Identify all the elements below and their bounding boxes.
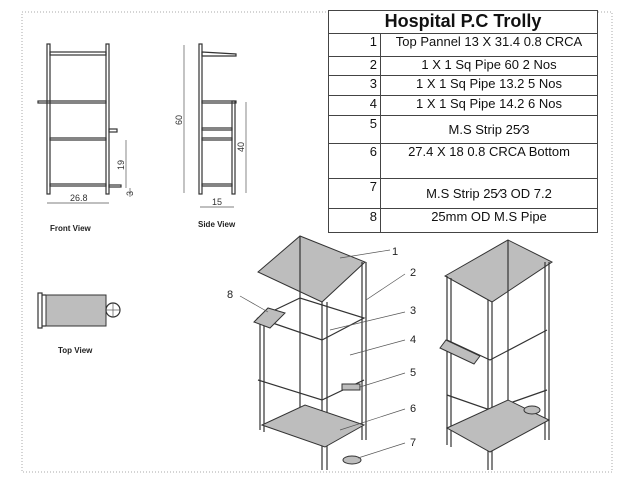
- item-description: 25mm OD M.S Pipe: [380, 208, 598, 233]
- item-number: 3: [328, 75, 381, 96]
- side-view-label: Side View: [198, 220, 236, 229]
- side-view-drawing: 60 40 15: [174, 43, 247, 208]
- item-description: 1 X 1 Sq Pipe 14.2 6 Nos: [380, 95, 598, 116]
- isometric-assembly-right: [439, 239, 553, 470]
- callout-5: 5: [410, 367, 416, 379]
- item-description: M.S Strip 25⁄3 OD 7.2: [380, 178, 598, 209]
- item-number: 6: [328, 143, 381, 179]
- callout-6: 6: [410, 403, 416, 415]
- callout-7: 7: [410, 437, 416, 449]
- item-number: 4: [328, 95, 381, 116]
- dim-side-depth: 15: [212, 197, 222, 207]
- item-description: 1 X 1 Sq Pipe 60 2 Nos: [380, 56, 598, 76]
- dim-front-width: 26.8: [70, 193, 88, 203]
- table-title: Hospital P.C Trolly: [328, 10, 598, 34]
- callout-8: 8: [227, 289, 233, 301]
- item-description: 1 X 1 Sq Pipe 13.2 5 Nos: [380, 75, 598, 96]
- item-number: 2: [328, 56, 381, 76]
- top-view-drawing: [37, 292, 121, 329]
- item-description: Top Pannel 13 X 31.4 0.8 CRCA: [380, 33, 598, 57]
- item-description: M.S Strip 25⁄3: [380, 115, 598, 144]
- front-view-drawing: 26.8 19 3: [37, 43, 135, 204]
- callout-2: 2: [410, 267, 416, 279]
- dim-side-height: 60: [174, 115, 184, 125]
- dim-front-height: 19: [116, 160, 126, 170]
- item-description: 27.4 X 18 0.8 CRCA Bottom: [380, 143, 598, 179]
- callout-3: 3: [410, 305, 416, 317]
- item-number: 1: [328, 33, 381, 57]
- sheet-border: [21, 11, 613, 473]
- dim-side-lower: 40: [236, 142, 246, 152]
- isometric-assembly-left: 1 2 3 4 5 6 7 8: [227, 235, 416, 470]
- dim-front-offset: 3: [125, 191, 135, 196]
- item-number: 7: [328, 178, 381, 209]
- callout-4: 4: [410, 334, 416, 346]
- item-number: 5: [328, 115, 381, 144]
- callout-1: 1: [392, 246, 398, 258]
- item-number: 8: [328, 208, 381, 233]
- top-view-label: Top View: [58, 346, 93, 355]
- front-view-label: Front View: [50, 224, 91, 233]
